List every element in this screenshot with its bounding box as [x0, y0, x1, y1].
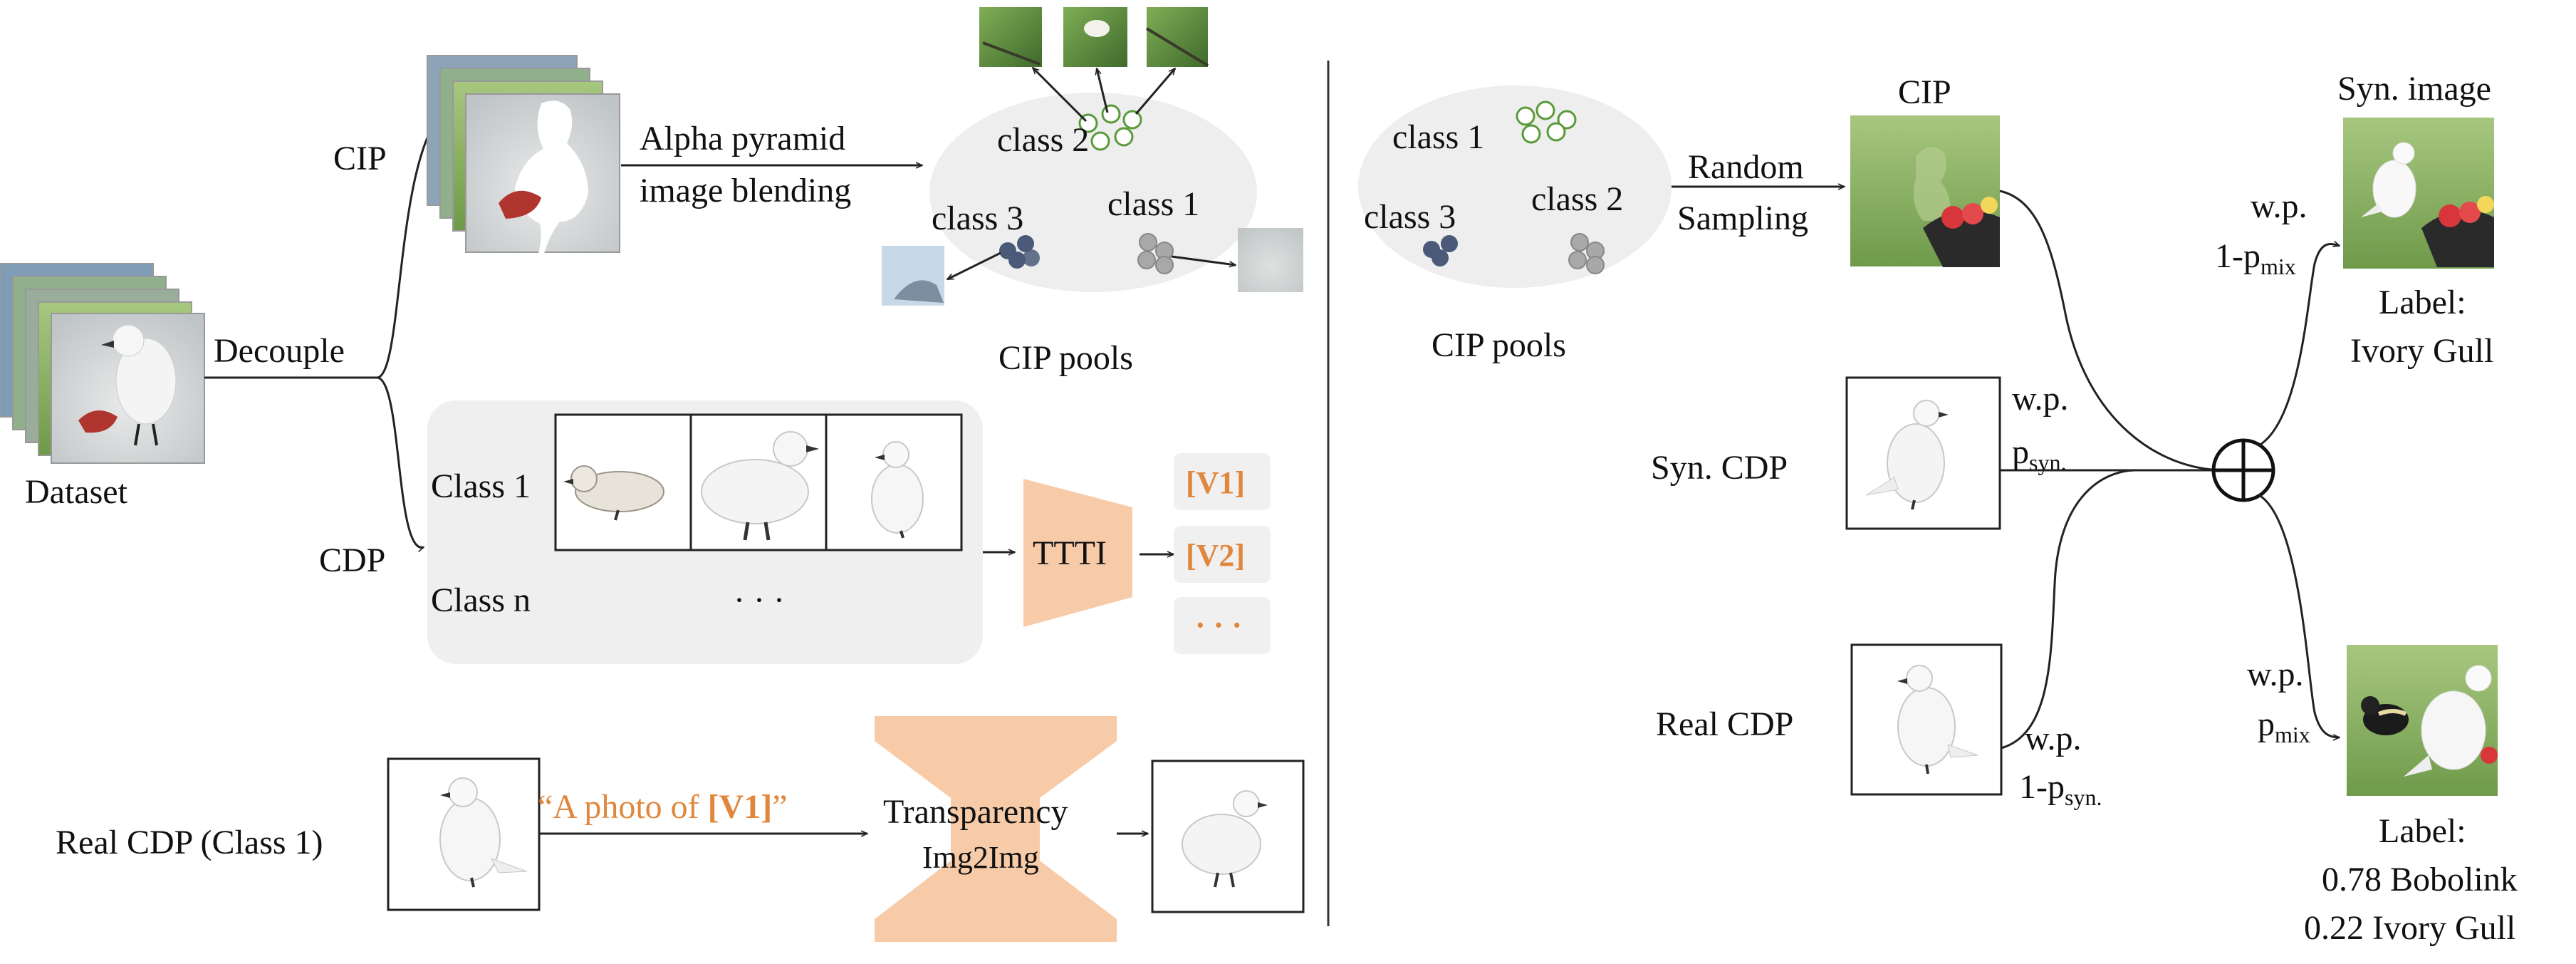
syn-cdp-prob: psyn. [2012, 433, 2066, 475]
right-cip-pool: class 1 class 3 class 2 [1358, 85, 1672, 288]
left-cip-class1-label: class 1 [1107, 185, 1199, 223]
ttti-label: TTTI [1033, 534, 1107, 572]
dataset-image-stack [0, 263, 205, 464]
token-more: · · · [1195, 608, 1242, 643]
left-cip-pool-ellipse [929, 93, 1257, 292]
prompt-token: [V1] [708, 788, 773, 826]
syn-cdp-prob-sub: syn. [2029, 450, 2066, 475]
bottom-label-line1: Label: [2379, 812, 2466, 850]
class1-thumbnail [1238, 228, 1303, 292]
cdp-classn-label: Class n [431, 581, 531, 619]
right-cip-image [1850, 115, 2000, 267]
cip-to-mix-curve [1999, 190, 2226, 472]
cdp-class-box: Class 1 Class n · · · [427, 400, 983, 664]
left-cip-class3-label: class 3 [932, 199, 1023, 237]
syn-image-prob-sub: mix [2260, 254, 2296, 279]
right-cip-title: CIP [1898, 73, 1951, 111]
token-v1: [V1] [1186, 465, 1245, 500]
real-cdp-class1-label: Real CDP (Class 1) [56, 824, 323, 861]
class2-thumbnails [979, 7, 1209, 67]
mixed-image-output [2347, 645, 2498, 796]
transparency-label-line2: Img2Img [922, 840, 1039, 875]
right-cip-class2-label: class 2 [1531, 180, 1623, 218]
right-cip-class3-label: class 3 [1364, 198, 1456, 236]
cip-branch-label: CIP [333, 140, 387, 177]
mixed-image-prob: pmix [2258, 705, 2310, 747]
syn-image-output [2343, 118, 2494, 269]
mixed-image-wp: w.p. [2247, 655, 2304, 693]
to-syn-image-arrow [2258, 244, 2340, 447]
token-more-bg [1174, 597, 1271, 654]
prompt-prefix: “A photo of [538, 788, 708, 826]
ttti-block [1023, 479, 1132, 627]
random-label-line1: Random [1688, 148, 1804, 186]
mixed-image-prob-base: p [2258, 705, 2275, 743]
random-label-line2: Sampling [1677, 199, 1808, 237]
blending-label-line2: image blending [640, 172, 851, 209]
to-mixed-image-arrow [2258, 494, 2340, 737]
transparency-block [875, 716, 1117, 942]
mix-operator-icon [2211, 438, 2275, 502]
real-cdp-prob-sub: syn. [2065, 784, 2102, 810]
right-cip-class1-label: class 1 [1392, 118, 1484, 156]
prompt-text: “A photo of [V1]” [538, 788, 788, 826]
cip-image-stack [427, 55, 620, 254]
left-cip-class2-dots [1078, 104, 1142, 151]
decouple-label: Decouple [214, 332, 345, 370]
left-cip-pools-caption: CIP pools [998, 339, 1133, 377]
right-cip-pools-caption: CIP pools [1432, 326, 1566, 364]
right-cip-class3-dots [1423, 235, 1458, 266]
syn-cdp-wp: w.p. [2012, 380, 2069, 418]
transparency-label-line1: Transparency [883, 793, 1068, 831]
token-list: [V1] [V2] · · · [1174, 453, 1271, 654]
top-label-line1: Label: [2379, 284, 2466, 321]
left-cip-class2-label: class 2 [997, 121, 1089, 159]
bottom-label-line2: 0.78 Bobolink [2322, 861, 2518, 898]
bottom-label-line3: 0.22 Ivory Gull [2304, 909, 2515, 947]
blending-label-line1: Alpha pyramid [640, 120, 845, 157]
cdp-branch-arrow [377, 376, 424, 547]
right-cip-pool-ellipse [1358, 85, 1672, 288]
class3-thumbnail [882, 246, 944, 306]
cip-branch-arrow [377, 118, 439, 379]
left-cip-class3-dots [999, 235, 1040, 269]
cdp-ellipsis: · · · [734, 581, 785, 619]
top-label-line2: Ivory Gull [2350, 332, 2493, 370]
syn-cdp-label: Syn. CDP [1651, 449, 1788, 487]
real-cdp-prob: 1-psyn. [2019, 768, 2102, 810]
token-v2: [V2] [1186, 538, 1245, 573]
syn-image-title: Syn. image [2337, 70, 2491, 108]
left-cip-pool: class 2 class 3 class 1 [929, 93, 1257, 292]
syn-image-wp: w.p. [2251, 187, 2308, 225]
token-v2-bg [1174, 526, 1271, 583]
right-real-cdp-label: Real CDP [1656, 705, 1793, 743]
real-cdp-to-mix-curve [2001, 469, 2137, 750]
real-cdp-wp: w.p. [2025, 720, 2082, 757]
cdp-branch-label: CDP [319, 541, 385, 579]
token-v1-bg [1174, 453, 1271, 510]
syn-image-prob-base: 1-p [2215, 237, 2260, 275]
right-cip-class1-dots [1516, 100, 1577, 144]
mixed-image-prob-sub: mix [2275, 722, 2310, 747]
syn-cdp-prob-base: p [2012, 433, 2029, 471]
left-cip-class1-dots [1137, 233, 1174, 274]
right-cip-class2-dots [1568, 233, 1605, 274]
dataset-label: Dataset [25, 473, 128, 511]
cdp-class1-label: Class 1 [431, 467, 531, 505]
real-cdp-prob-base: 1-p [2019, 768, 2065, 806]
syn-image-prob: 1-pmix [2215, 237, 2296, 279]
prompt-suffix: ” [772, 788, 787, 826]
